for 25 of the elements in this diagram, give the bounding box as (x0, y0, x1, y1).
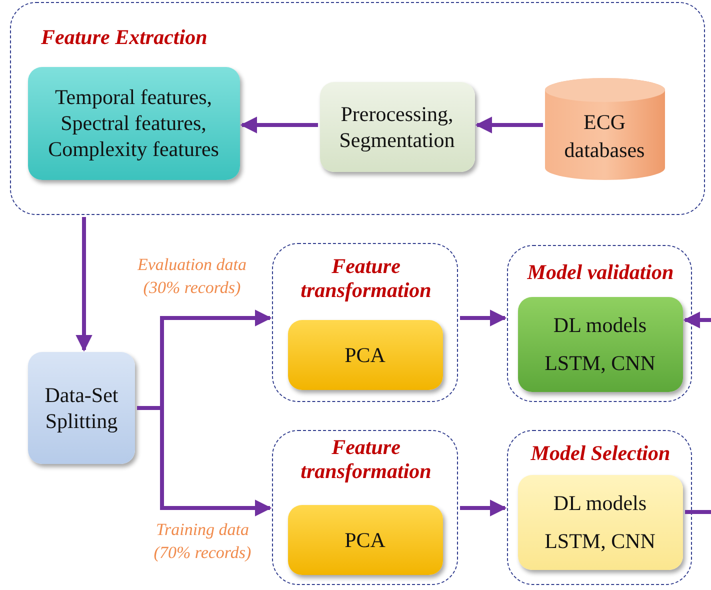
arrow (460, 500, 507, 516)
features-box: Temporal features, Spectral features, Complexity features (28, 66, 240, 180)
arrow (460, 310, 507, 326)
connector-line (685, 510, 711, 514)
group-heading: Feature transformation (300, 435, 432, 483)
arrow (76, 217, 92, 352)
database-cylinder: ECG databases (544, 78, 664, 180)
group-heading: Model validation (526, 260, 675, 284)
model-box: DL models LSTM, CNN (518, 474, 682, 570)
dashed-group (272, 243, 458, 402)
process-box: Prerocessing, Segmentation (320, 82, 474, 172)
dashed-group (272, 430, 458, 585)
group-heading: Model Selection (530, 441, 672, 465)
dashed-group (507, 430, 692, 585)
arrow (475, 116, 543, 134)
method-box: PCA (288, 320, 442, 390)
dashed-group (507, 245, 692, 402)
arrow (683, 312, 711, 328)
group-heading: Feature Extraction (41, 25, 208, 49)
dashed-group (10, 2, 705, 215)
model-box: DL models LSTM, CNN (518, 296, 682, 392)
method-box: PCA (288, 504, 442, 574)
group-heading: Feature transformation (300, 254, 432, 302)
arrow (240, 116, 318, 134)
process-box: Data-Set Splitting (28, 352, 135, 464)
